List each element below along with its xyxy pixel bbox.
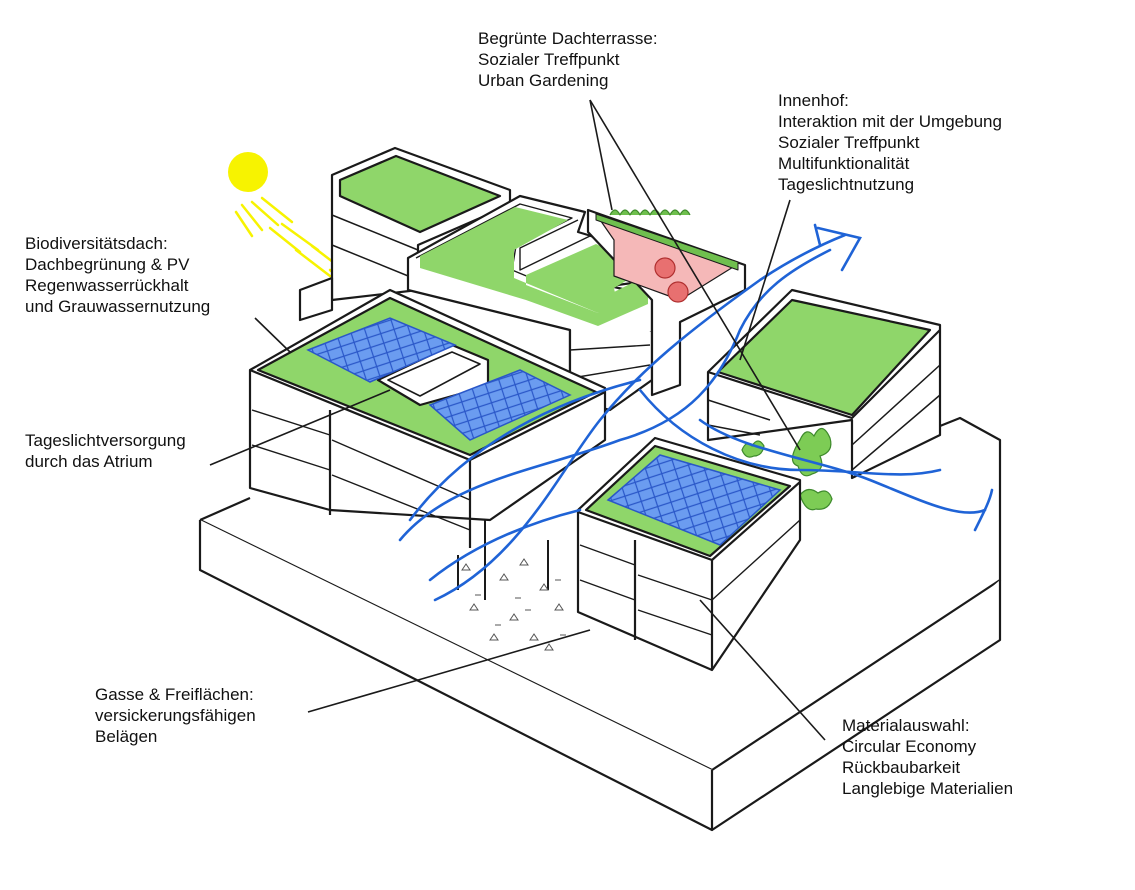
roof-terrace-line-2: Sozialer Treffpunkt bbox=[478, 50, 620, 69]
courtyard-line-4: Multifunktionalität bbox=[778, 154, 910, 173]
annotation-roof-terrace: Begrünte Dachterrasse: Sozialer Treffpun… bbox=[478, 28, 658, 91]
courtyard-line-3: Sozialer Treffpunkt bbox=[778, 133, 920, 152]
daylight-line-1: Tageslichtversorgung bbox=[25, 431, 186, 450]
airflow-arrows bbox=[398, 223, 994, 602]
courtyard-line-1: Innenhof: bbox=[778, 91, 849, 110]
annotation-daylight-atrium: Tageslichtversorgung durch das Atrium bbox=[25, 430, 186, 472]
roof-terrace-line-1: Begrünte Dachterrasse: bbox=[478, 29, 658, 48]
material-line-4: Langlebige Materialien bbox=[842, 779, 1014, 798]
biodiversity-line-2: Dachbegrünung & PV bbox=[25, 255, 190, 274]
roof-terrace-line-3: Urban Gardening bbox=[478, 71, 609, 90]
building-right bbox=[706, 288, 942, 480]
daylight-line-2: durch das Atrium bbox=[25, 452, 153, 471]
biodiversity-line-4: und Grauwassernutzung bbox=[25, 297, 211, 316]
annotation-lane-open-space: Gasse & Freiflächen: versickerungsfähige… bbox=[95, 684, 256, 747]
annotation-courtyard: Innenhof: Interaktion mit der Umgebung S… bbox=[778, 90, 1002, 195]
annotation-material-choice: Materialauswahl: Circular Economy Rückba… bbox=[842, 715, 1013, 799]
material-line-1: Materialauswahl: bbox=[842, 716, 970, 735]
biodiversity-line-1: Biodiversitätsdach: bbox=[25, 234, 168, 253]
pv-panels-front-left bbox=[306, 317, 572, 441]
courtyard-line-5: Tageslichtnutzung bbox=[778, 175, 915, 194]
material-line-3: Rückbaubarkeit bbox=[842, 758, 961, 777]
material-line-2: Circular Economy bbox=[842, 737, 977, 756]
lane-line-2: versickerungsfähigen bbox=[95, 706, 256, 725]
leader-lines bbox=[209, 99, 826, 741]
lane-line-3: Belägen bbox=[95, 727, 158, 746]
building-roof-terrace bbox=[586, 208, 747, 397]
lane-paving bbox=[461, 558, 566, 651]
courtyard-line-2: Interaktion mit der Umgebung bbox=[778, 112, 1002, 131]
building-back-left bbox=[298, 146, 512, 322]
lane-line-1: Gasse & Freiflächen: bbox=[95, 685, 254, 704]
biodiversity-line-3: Regenwasserrückhalt bbox=[25, 276, 189, 295]
annotation-biodiversity-roof: Biodiversitätsdach: Dachbegrünung & PV R… bbox=[25, 233, 210, 317]
pv-panels-front-right bbox=[606, 454, 782, 546]
